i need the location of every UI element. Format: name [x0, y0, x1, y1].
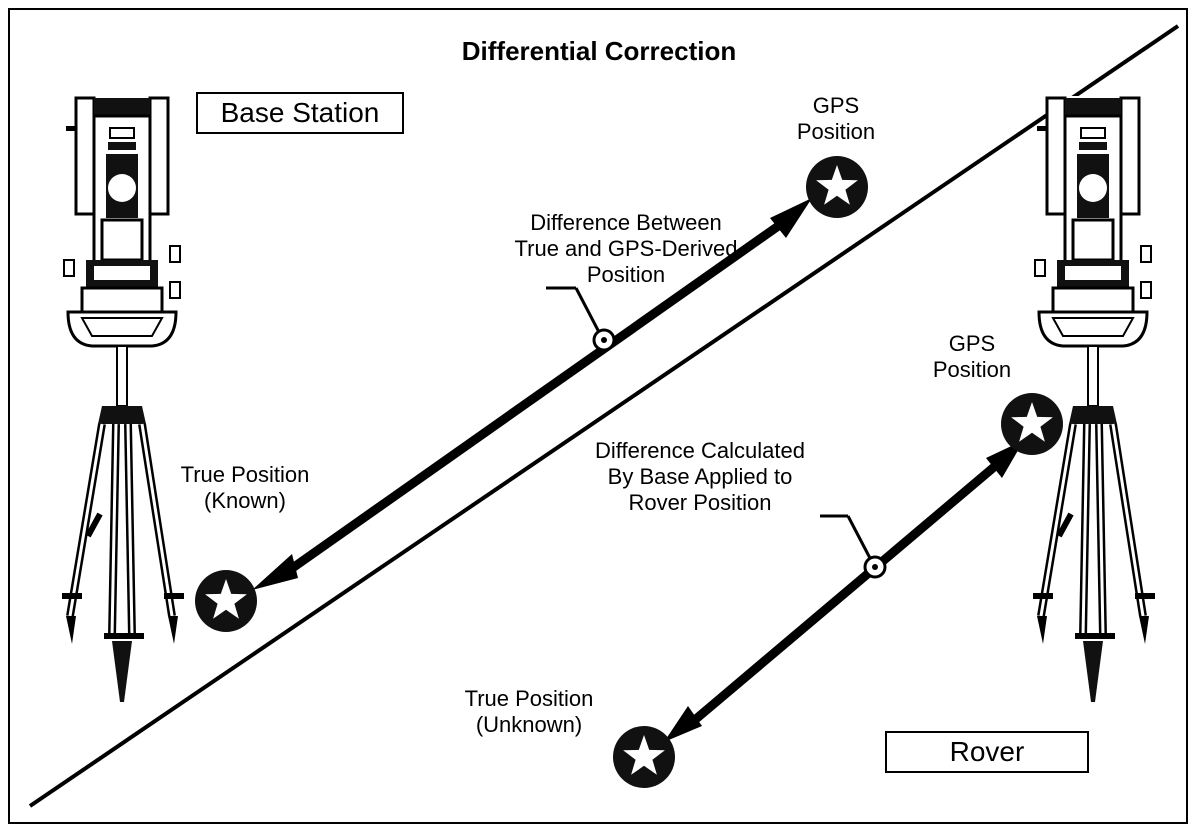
base-true-star-icon	[195, 570, 257, 632]
diagram-title: Differential Correction	[461, 36, 737, 66]
diagram-frame	[8, 8, 1188, 824]
rover-callout-marker	[820, 514, 887, 579]
base-gps-star-icon	[806, 156, 868, 218]
rover-gps-position-label: GPS Position	[932, 331, 1012, 382]
rover-box: Rover	[885, 731, 1089, 773]
base-difference-label: Difference Between True and GPS-Derived …	[514, 210, 738, 287]
divider-line	[28, 24, 1180, 808]
rover-instrument-icon	[1033, 96, 1155, 702]
base-callout-marker	[546, 286, 616, 352]
rover-true-star-icon	[613, 726, 675, 788]
base-difference-arrow	[252, 198, 812, 590]
base-station-instrument-icon	[62, 96, 184, 702]
base-station-box: Base Station	[196, 92, 404, 134]
rover-difference-label: Difference Calculated By Base Applied to…	[595, 438, 805, 515]
base-true-position-label: True Position (Known)	[180, 462, 310, 513]
rover-gps-star-icon	[1001, 393, 1063, 455]
base-gps-position-label: GPS Position	[796, 93, 876, 144]
rover-true-position-label: True Position (Unknown)	[464, 686, 594, 737]
